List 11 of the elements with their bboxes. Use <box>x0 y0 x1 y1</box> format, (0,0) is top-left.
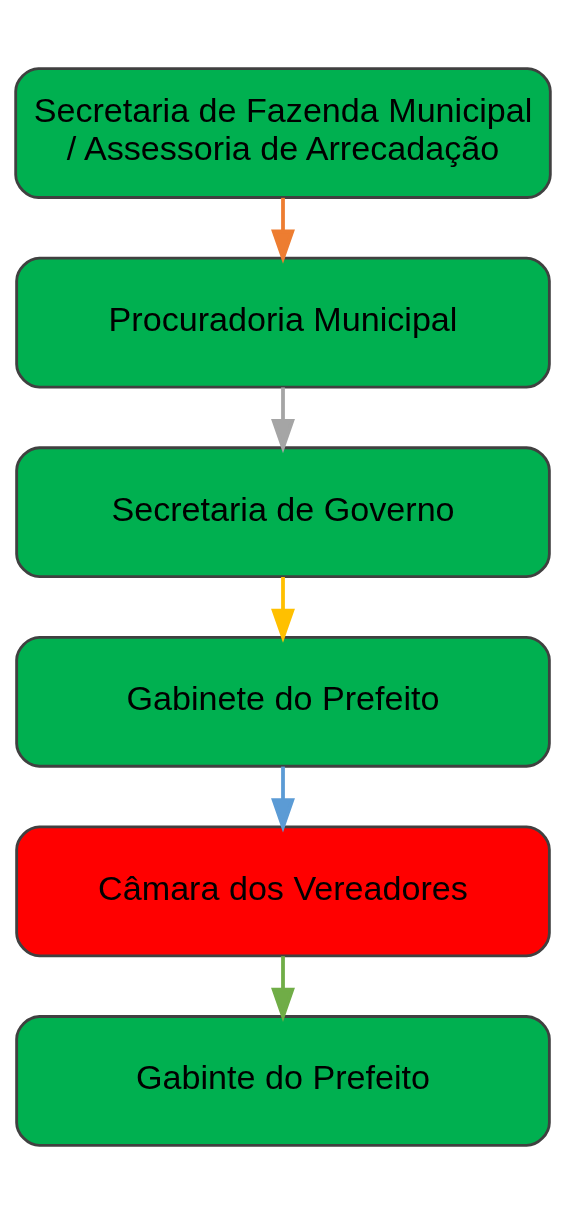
arrow <box>271 766 295 832</box>
node-box: Gabinte do Prefeito <box>15 1014 551 1147</box>
node-box: Secretaria de Governo <box>15 445 551 578</box>
arrow <box>271 197 295 264</box>
node-box: Gabinete do Prefeito <box>15 635 551 768</box>
node-box: Procuradoria Municipal <box>15 256 551 388</box>
node-box: Câmara dos Vereadores <box>15 825 551 957</box>
arrow <box>271 576 295 643</box>
arrow <box>271 955 295 1022</box>
node-box: Secretaria de Fazenda Municipal / Assessoria de Arrecadação <box>14 66 552 199</box>
arrow <box>271 386 295 453</box>
